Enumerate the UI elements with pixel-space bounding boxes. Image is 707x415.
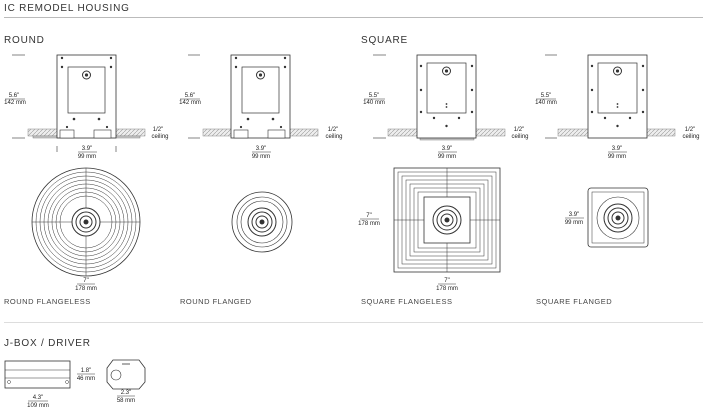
section-square: SQUARE bbox=[361, 35, 409, 46]
svg-text:58 mm: 58 mm bbox=[117, 398, 135, 404]
svg-text:ceiling: ceiling bbox=[682, 134, 699, 140]
svg-text:142 mm: 142 mm bbox=[179, 100, 201, 106]
jbox-divider bbox=[4, 322, 703, 323]
svg-text:7": 7" bbox=[444, 278, 449, 284]
caption-round-flanged: ROUND FLANGED bbox=[180, 297, 252, 306]
square-flangeless-side-view: 5.5" 140 mm 1/2"ceiling 3.9" 99 mm bbox=[363, 54, 529, 160]
svg-text:ceiling: ceiling bbox=[325, 134, 342, 140]
svg-text:99 mm: 99 mm bbox=[608, 154, 626, 160]
svg-text:140 mm: 140 mm bbox=[535, 100, 557, 106]
page-title: IC REMODEL HOUSING bbox=[4, 3, 130, 14]
round-flangeless-side-view: 5.6" 142 mm 1/2"ceiling 3.9" 99 mm bbox=[4, 54, 169, 160]
title-divider bbox=[4, 17, 703, 18]
caption-square-flanged: SQUARE FLANGED bbox=[536, 297, 613, 306]
svg-text:1/2": 1/2" bbox=[514, 127, 524, 133]
svg-text:3.9": 3.9" bbox=[569, 212, 579, 218]
svg-text:1/2": 1/2" bbox=[153, 127, 163, 133]
jbox-side-view: 1.8" 46 mm 4.3" 109 mm bbox=[4, 360, 95, 409]
svg-text:99 mm: 99 mm bbox=[565, 220, 583, 226]
round-flanged-side-view: 5.6" 142 mm 1/2"ceiling 3.9" 99 mm bbox=[179, 54, 343, 160]
driver-end-view: 2.3" 58 mm bbox=[106, 359, 146, 404]
svg-text:3.9": 3.9" bbox=[82, 146, 92, 152]
square-flangeless-bottom-view: 7" 178 mm 7" 178 mm bbox=[358, 167, 501, 292]
svg-text:178 mm: 178 mm bbox=[358, 221, 380, 227]
svg-text:142 mm: 142 mm bbox=[4, 100, 26, 106]
svg-text:7": 7" bbox=[83, 278, 88, 284]
square-flanged-side-view: 5.5" 140 mm 1/2"ceiling 3.9" 99 mm bbox=[535, 54, 700, 160]
section-round: ROUND bbox=[4, 35, 45, 46]
caption-square-flangeless: SQUARE FLANGELESS bbox=[361, 297, 453, 306]
svg-text:3.9": 3.9" bbox=[442, 146, 452, 152]
svg-text:ceiling: ceiling bbox=[151, 134, 168, 140]
svg-text:7": 7" bbox=[366, 213, 371, 219]
svg-text:1/2": 1/2" bbox=[685, 127, 695, 133]
section-jbox: J-BOX / DRIVER bbox=[4, 338, 91, 349]
svg-text:46 mm: 46 mm bbox=[77, 376, 95, 382]
round-flangeless-bottom-view: 7" 178 mm bbox=[31, 167, 141, 292]
svg-text:4.3": 4.3" bbox=[33, 395, 43, 401]
svg-text:109 mm: 109 mm bbox=[27, 403, 49, 409]
svg-text:3.9": 3.9" bbox=[612, 146, 622, 152]
svg-text:5.6": 5.6" bbox=[185, 93, 195, 99]
square-flanged-bottom-view: 3.9" 99 mm bbox=[565, 187, 649, 248]
svg-text:ceiling: ceiling bbox=[511, 134, 528, 140]
svg-text:1.8": 1.8" bbox=[81, 368, 91, 374]
svg-text:5.5": 5.5" bbox=[369, 93, 379, 99]
svg-text:2.3": 2.3" bbox=[121, 390, 131, 396]
svg-text:99 mm: 99 mm bbox=[438, 154, 456, 160]
svg-text:1/2": 1/2" bbox=[328, 127, 338, 133]
svg-text:99 mm: 99 mm bbox=[252, 154, 270, 160]
caption-round-flangeless: ROUND FLANGELESS bbox=[4, 297, 91, 306]
svg-text:5.5": 5.5" bbox=[541, 93, 551, 99]
svg-text:140 mm: 140 mm bbox=[363, 100, 385, 106]
svg-text:5.6": 5.6" bbox=[9, 93, 19, 99]
svg-text:3.9": 3.9" bbox=[256, 146, 266, 152]
svg-text:178 mm: 178 mm bbox=[436, 286, 458, 292]
svg-text:178 mm: 178 mm bbox=[75, 286, 97, 292]
svg-text:99 mm: 99 mm bbox=[78, 154, 96, 160]
round-flanged-bottom-view bbox=[231, 191, 293, 253]
